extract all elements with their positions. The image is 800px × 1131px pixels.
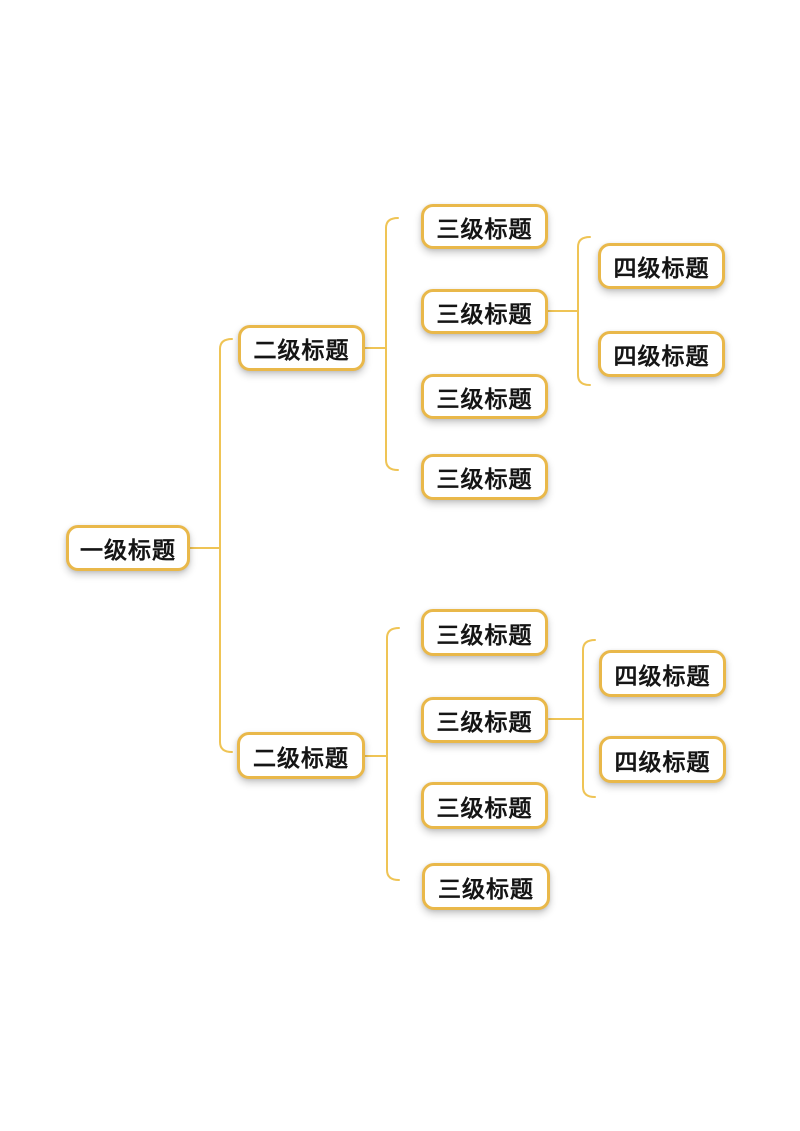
node-level-3-bottom-3[interactable]: 三级标题	[421, 782, 548, 829]
node-level-1[interactable]: 一级标题	[66, 525, 190, 571]
node-level-3-top-3[interactable]: 三级标题	[421, 374, 548, 419]
node-level-3-top-2[interactable]: 三级标题	[421, 289, 548, 334]
node-level-2-top[interactable]: 二级标题	[238, 325, 365, 371]
connector-root-bracket	[219, 338, 233, 753]
node-level-3-bottom-2[interactable]: 三级标题	[421, 697, 548, 743]
connector-level2-bottom-bracket	[386, 627, 400, 881]
connector-level3-bottom-bracket	[582, 639, 596, 798]
node-level-3-top-1[interactable]: 三级标题	[421, 204, 548, 249]
connector-level2-top-bracket	[385, 217, 399, 471]
node-level-3-bottom-4[interactable]: 三级标题	[422, 863, 550, 910]
node-level-3-bottom-1[interactable]: 三级标题	[421, 609, 548, 656]
node-level-4-bottom-2[interactable]: 四级标题	[599, 736, 726, 783]
connector-level3-top-bracket	[577, 236, 591, 386]
node-level-2-bottom[interactable]: 二级标题	[237, 732, 365, 779]
node-level-4-top-1[interactable]: 四级标题	[598, 243, 725, 289]
node-level-3-top-4[interactable]: 三级标题	[421, 454, 548, 500]
node-level-4-top-2[interactable]: 四级标题	[598, 331, 725, 377]
node-level-4-bottom-1[interactable]: 四级标题	[599, 650, 726, 697]
